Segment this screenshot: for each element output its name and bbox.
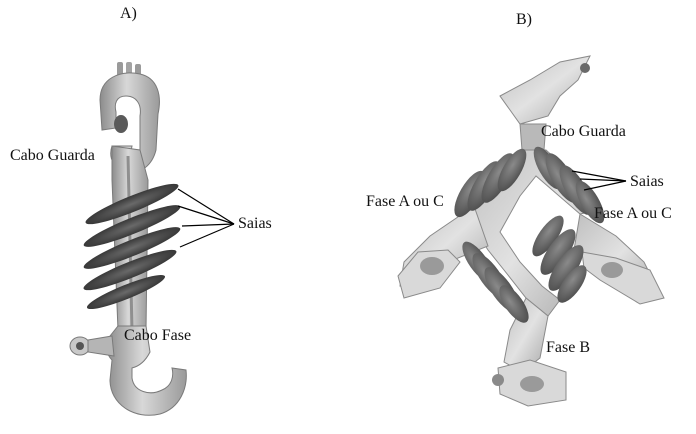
- panel-b-label: B): [516, 12, 532, 28]
- phase-b-label: Fase B: [546, 340, 590, 356]
- upper-hook-slot: [114, 115, 128, 133]
- insulator-a: [70, 62, 234, 415]
- insulator-b: [398, 56, 664, 406]
- panel-a-label: A): [120, 6, 137, 22]
- skirts-label-b: Saias: [630, 174, 664, 190]
- skirts-leaders-a: [178, 189, 234, 247]
- ground-wire-label-a: Cabo Guarda: [10, 148, 95, 164]
- phase-wire-label-a: Cabo Fase: [124, 328, 191, 344]
- top-bracket: [500, 56, 590, 124]
- phase-right-label: Fase A ou C: [594, 206, 672, 222]
- right-clamp-hole: [601, 262, 623, 278]
- ground-wire-label-b: Cabo Guarda: [541, 124, 626, 140]
- bottom-clamp-hole: [520, 376, 544, 392]
- skirt-stack-a: [81, 178, 184, 314]
- phase-left-label: Fase A ou C: [366, 194, 444, 210]
- lower-eye-hole: [76, 342, 84, 350]
- skirts-label-a: Saias: [238, 216, 272, 232]
- left-clamp-hole: [420, 257, 444, 275]
- top-bracket-hole: [580, 63, 590, 73]
- lower-eye-arm: [88, 336, 114, 356]
- bottom-bolt: [492, 374, 504, 386]
